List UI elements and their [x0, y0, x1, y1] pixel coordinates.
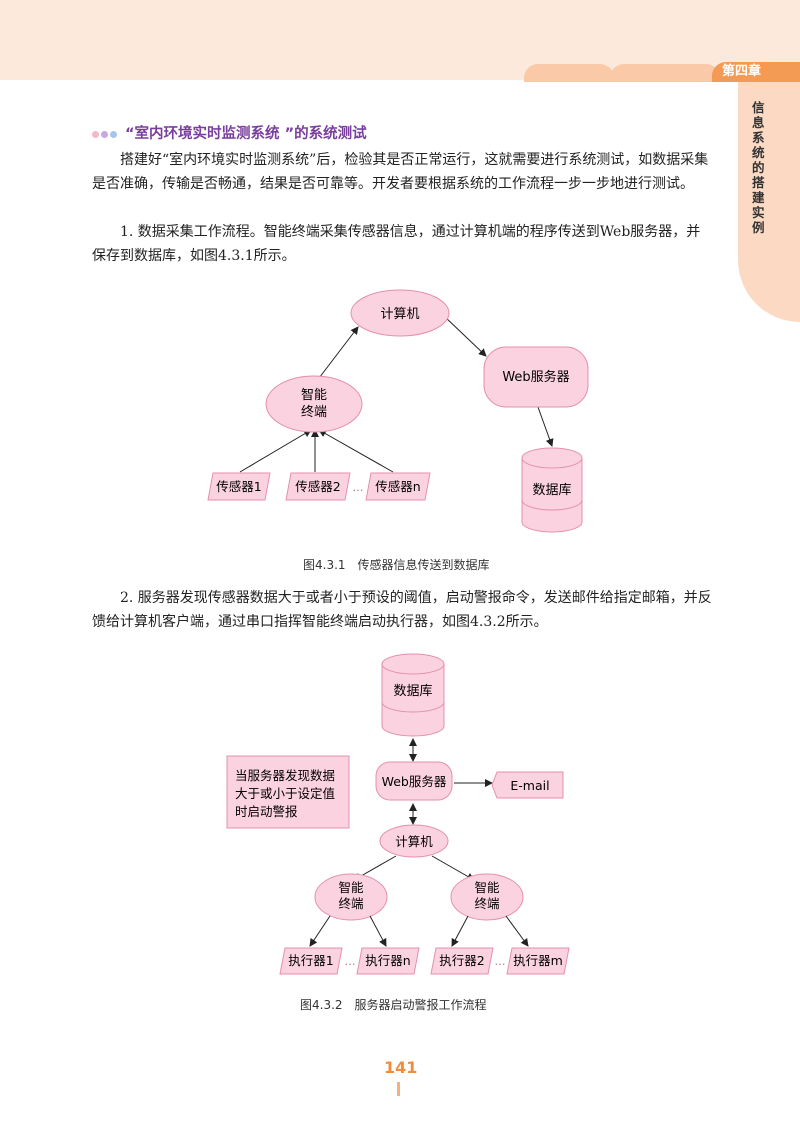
computer-label: 计算机 [380, 307, 419, 322]
database-band [521, 499, 583, 511]
terminal-label-line2: 终端 [301, 404, 327, 420]
page-number-mark [397, 1082, 400, 1096]
fig2-terminal-right-node [450, 873, 524, 921]
fig2-terminal-left-line2: 终端 [338, 896, 363, 911]
fig2-terminal-right-line1: 智能 [474, 880, 500, 895]
fig2-actuatorn-node [356, 947, 420, 975]
edge-webserver-database [537, 406, 554, 447]
fig2-actuatorm-label: 执行器m [513, 953, 563, 968]
fig2-actuatorn-label: 执行器n [365, 953, 410, 968]
fig2-actuator-ellipsis-right: … [495, 955, 506, 968]
fig2-actuator2-label: 执行器2 [439, 953, 484, 968]
database-node [521, 458, 583, 533]
sensorn-label: 传感器n [375, 479, 420, 494]
chapter-tab: 第四章 [712, 62, 800, 82]
terminal-label-line1: 智能 [301, 388, 327, 403]
fig2-database-label: 数据库 [393, 683, 432, 699]
terminal-node [265, 375, 363, 433]
header-tab-decoration [610, 64, 720, 82]
edge-sensor1-terminal [239, 429, 312, 473]
fig2-actuator1-node [279, 947, 343, 975]
bullet-dots-icon [92, 126, 119, 142]
edge-sensorn-terminal [318, 429, 394, 473]
sensor2-node [285, 472, 351, 501]
sensor-ellipsis: … [353, 481, 364, 494]
database-label: 数据库 [532, 482, 571, 498]
edge-computer-terminal-right [431, 855, 475, 881]
fig2-database-top [381, 653, 445, 675]
fig2-terminal-left-line1: 智能 [338, 880, 364, 895]
fig2-webserver-label: Web服务器 [382, 774, 447, 789]
section-title: “室内环境实时监测系统 ”的系统测试 [125, 126, 367, 142]
figure2-caption: 图4.3.2 服务器启动警报工作流程 [300, 998, 487, 1012]
figure-4-3-1: 计算机 Web服务器 智能 终端 数据库 传感器1 传感器2 … 传感器n [207, 289, 589, 533]
fig2-terminal-right-line2: 终端 [474, 896, 499, 911]
fig2-actuator2-node [430, 947, 494, 975]
step1-paragraph: 1. 数据采集工作流程。智能终端采集传感器信息，通过计算机端的程序传送到Web服… [92, 224, 701, 264]
edge-terminal-computer [315, 326, 359, 383]
fig2-note-line3: 时启动警报 [235, 804, 298, 819]
fig2-actuator-ellipsis-left: … [345, 955, 356, 968]
figure1-caption: 图4.3.1 传感器信息传送到数据库 [303, 558, 490, 572]
fig2-terminal-left-node [314, 873, 388, 921]
edge-terminal-actuator1 [309, 915, 331, 947]
sensor2-label: 传感器2 [295, 479, 340, 494]
header-tab-decoration [524, 64, 614, 82]
fig2-note-line2: 大于或小于设定值 [235, 786, 335, 801]
fig2-note-box [226, 755, 350, 829]
sensor1-node [207, 472, 271, 501]
fig2-database-band [381, 701, 445, 713]
side-title: 信息系统的搭建实例 [752, 100, 765, 235]
fig2-webserver-node [375, 761, 453, 801]
edge-terminal-actuator2 [451, 915, 469, 947]
fig2-note-line1: 当服务器发现数据 [235, 768, 335, 783]
page-number: 141 [384, 1058, 418, 1077]
computer-node [350, 289, 450, 337]
figure-4-3-2: 数据库 当服务器发现数据 大于或小于设定值 时启动警报 Web服务器 E-mai… [226, 653, 570, 975]
side-band [738, 82, 800, 322]
fig2-actuator1-label: 执行器1 [288, 953, 333, 968]
step2-paragraph: 2. 服务器发现传感器数据大于或者小于预设的阈值，启动警报命令，发送邮件给指定邮… [92, 590, 712, 630]
sensor1-label: 传感器1 [216, 479, 261, 494]
webserver-label: Web服务器 [502, 369, 569, 385]
fig2-database-node [381, 664, 445, 737]
edge-terminal-actuatorm [505, 915, 529, 947]
edge-computer-webserver [443, 315, 487, 357]
intro-paragraph: 搭建好“室内环境实时监测系统”后，检验其是否正常运行，这就需要进行系统测试，如数… [92, 152, 709, 192]
fig2-email-node [491, 771, 564, 799]
database-top [521, 447, 583, 469]
fig2-email-label: E-mail [510, 778, 549, 793]
edge-terminal-actuatorn [369, 915, 387, 947]
fig2-actuatorm-node [506, 947, 570, 975]
sensorn-node [365, 472, 431, 501]
fig2-computer-node [379, 824, 449, 858]
section-heading: “室内环境实时监测系统 ”的系统测试 [92, 122, 367, 143]
fig2-computer-label: 计算机 [395, 834, 433, 849]
webserver-node [483, 346, 589, 408]
